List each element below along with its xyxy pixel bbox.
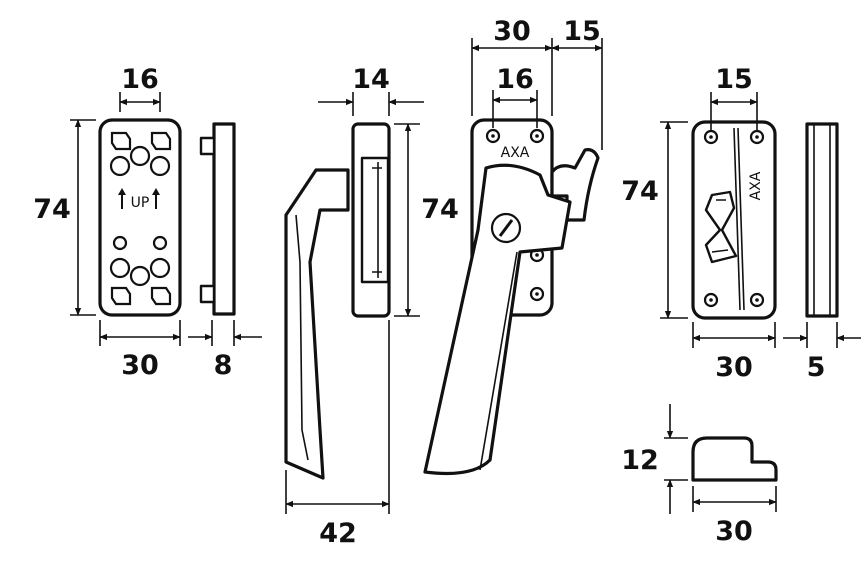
backplate-front-view: UP 16 74 30 [33, 64, 182, 381]
dim-keeper-thickness: 5 [807, 352, 826, 383]
dim-wedge-width: 30 [715, 516, 753, 547]
dim-keeper-width: 30 [715, 352, 753, 383]
dim-handle-height: 74 [421, 194, 459, 225]
handle-front-view: AXA 30 15 16 [423, 16, 603, 476]
up-label: UP [131, 195, 150, 211]
dim-backplate-thickness: 8 [214, 350, 233, 381]
dim-handle-reach: 42 [319, 518, 357, 549]
dim-backplate-width-top: 16 [121, 64, 159, 95]
keeper-brand: AXA [748, 171, 764, 200]
dim-backplate-width: 30 [121, 350, 159, 381]
handle-brand: AXA [501, 145, 530, 161]
handle-side-view: 14 74 42 [284, 64, 459, 549]
dim-front-hole-spacing: 16 [496, 64, 534, 95]
wedge-part: 12 30 [621, 404, 778, 547]
dim-keeper-height: 74 [621, 176, 659, 207]
dim-wedge-height: 12 [621, 445, 659, 476]
backplate-lower-holes [109, 235, 172, 306]
dim-handle-depth: 14 [352, 64, 390, 95]
keeper-side-view: 5 [783, 122, 861, 383]
backplate-upper-holes [109, 131, 172, 177]
dim-keeper-width-top: 15 [715, 64, 753, 95]
dim-backplate-height: 74 [33, 194, 71, 225]
dim-front-hook-offset: 15 [563, 16, 601, 47]
dim-front-width: 30 [493, 16, 531, 47]
up-marking: UP [118, 188, 160, 211]
keeper-front-view: AXA 15 74 30 [621, 64, 777, 383]
backplate-side-view: 8 [188, 122, 262, 381]
